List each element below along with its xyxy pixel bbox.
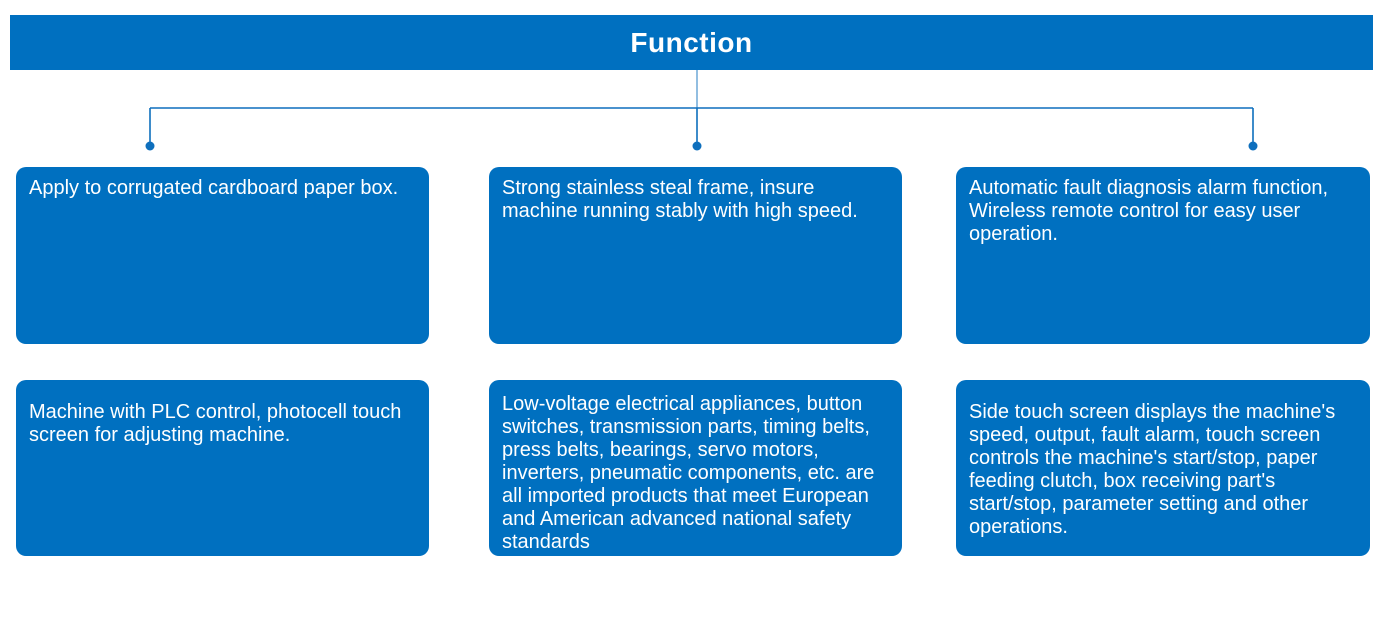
feature-box-stainless-frame: Strong stainless steal frame, insure mac… xyxy=(489,167,902,344)
feature-box-fault-diagnosis: Automatic fault diagnosis alarm function… xyxy=(956,167,1370,344)
feature-box-side-touch-screen: Side touch screen displays the machine's… xyxy=(956,380,1370,556)
connector-dot-center xyxy=(692,141,702,151)
connector-dot-right xyxy=(1248,141,1258,151)
connector-lines xyxy=(145,70,1258,151)
feature-box-imported-components: Low-voltage electrical appliances, butto… xyxy=(489,380,902,556)
connector-dot-left xyxy=(145,141,155,151)
feature-box-apply-corrugated: Apply to corrugated cardboard paper box. xyxy=(16,167,429,344)
feature-box-plc-control: Machine with PLC control, photocell touc… xyxy=(16,380,429,556)
title-bar: Function xyxy=(10,15,1373,70)
page-title: Function xyxy=(630,26,753,58)
